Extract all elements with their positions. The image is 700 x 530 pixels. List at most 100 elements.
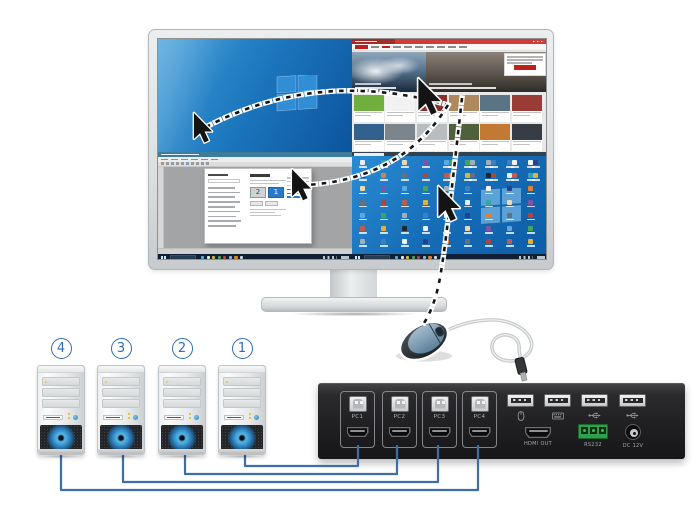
desktop-icon [377, 199, 390, 208]
desktop-icon [482, 199, 495, 208]
news-card [511, 94, 543, 122]
start-button-icon [355, 256, 358, 259]
desktop-icon [524, 239, 537, 247]
desktop-icon [503, 212, 516, 221]
desktop-icon [445, 160, 458, 168]
desktop-icon [398, 160, 411, 168]
usb-b-port [431, 395, 449, 412]
desktop-icon [356, 199, 369, 208]
hdmi-in-port [346, 427, 369, 437]
kvm-pc-port-group: PC1 [340, 391, 375, 448]
case-fan [221, 425, 263, 450]
desktop-icon [461, 160, 474, 168]
usb-b-port [471, 395, 489, 412]
desktop-icon [482, 160, 495, 168]
desktop-icon [529, 173, 542, 181]
console-usb-port-group [619, 394, 646, 421]
desktop-icon [419, 173, 432, 181]
desktop-icon [440, 239, 453, 247]
usb-a-port [619, 394, 646, 407]
computer-tower: 4 [34, 338, 88, 459]
desktop-icon [482, 173, 495, 181]
computer-number-badge: 2 [171, 338, 193, 359]
desktop-icon [524, 186, 537, 195]
desktop-icon [356, 239, 369, 247]
case-fan [161, 425, 203, 450]
desktop-icon [398, 186, 411, 195]
kvm-pc-port-group: PC4 [462, 391, 497, 448]
power-button [133, 414, 138, 420]
rs232-label: RS232 [584, 441, 602, 448]
hdmi-in-port [388, 427, 411, 437]
mouse-scroll-wheel [434, 326, 445, 337]
desktop-icon [482, 186, 495, 195]
desktop-icon [508, 160, 521, 168]
console-usb-port-group [507, 394, 534, 421]
desktop-icon [466, 173, 479, 181]
usb-plug [514, 357, 528, 382]
clock [341, 255, 349, 259]
hero-image-clouds [352, 52, 426, 92]
quadrant-icon-desktop [352, 152, 546, 259]
taskbar-search [169, 255, 196, 259]
pc-port-label: PC1 [351, 414, 364, 420]
dc-power-group: DC 12V [621, 424, 645, 449]
app-title-bar [158, 152, 352, 157]
desktop-icon [503, 225, 516, 234]
monitor-screen: 2 1 [157, 38, 547, 260]
computer-case [218, 365, 266, 455]
desktop-icon [524, 199, 537, 208]
desktop-icon [529, 160, 542, 168]
usb-icon [588, 410, 601, 421]
news-card [480, 94, 511, 122]
desktop-icon [356, 225, 369, 234]
desktop-icon [419, 225, 432, 234]
hdmi-out-label: HDMI OUT [523, 440, 553, 447]
monitor-base-shadow [268, 311, 440, 317]
desktop-icon [524, 173, 537, 181]
display-settings-window: 2 1 [204, 168, 312, 244]
power-button [194, 414, 199, 420]
settings-side-links [287, 177, 309, 200]
desktop-icon [356, 160, 369, 168]
pc-port-label: PC3 [433, 414, 446, 420]
quadrant-windows-wallpaper [158, 39, 352, 152]
hero-image-people [426, 52, 546, 92]
desktop-icon [419, 212, 432, 221]
desktop-icon [419, 239, 432, 247]
news-logo [355, 45, 368, 49]
news-card [385, 94, 416, 122]
power-button [254, 414, 259, 420]
console-usb-port-group [581, 394, 608, 421]
news-card [448, 94, 479, 122]
pc-port-label: PC4 [473, 414, 486, 420]
desktop-icon [440, 225, 453, 234]
taskbar-left [158, 254, 352, 259]
desktop-icon [482, 239, 495, 247]
hdmi-out-port [525, 427, 551, 438]
desktop-icon [461, 239, 474, 247]
monitor: 2 1 [148, 29, 554, 270]
usb-a-port [581, 394, 608, 407]
desktop-icon [377, 212, 390, 221]
desktop-icon [419, 186, 432, 195]
promo-box [504, 53, 546, 76]
app-status-bar [158, 248, 352, 254]
app-toolbar [158, 161, 352, 167]
news-card [416, 123, 448, 151]
kvm-pc-port-group: PC2 [382, 391, 417, 448]
desktop-icon [524, 160, 537, 168]
desktop-icon [461, 173, 474, 181]
desktop-icon [503, 186, 516, 195]
desktop-icon [461, 225, 474, 234]
news-card [385, 123, 416, 151]
desktop-icon [461, 186, 474, 195]
app-tool-column [158, 167, 164, 248]
computer-number-badge: 3 [110, 338, 132, 359]
desktop-icon [466, 160, 479, 168]
computer-case [158, 365, 206, 455]
desktop-icon [377, 225, 390, 234]
computer-tower: 1 [215, 338, 269, 459]
usb-a-port [507, 394, 534, 407]
